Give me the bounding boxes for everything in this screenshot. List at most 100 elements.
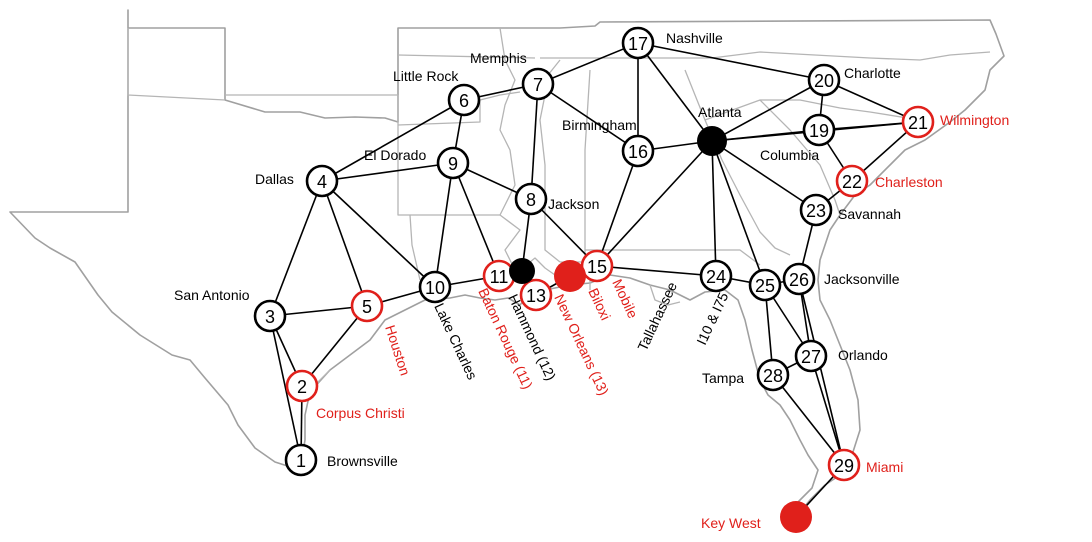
node-25: 25 <box>748 268 782 302</box>
label-6: Little Rock <box>393 68 459 84</box>
edge-17-atlanta <box>637 42 713 142</box>
node-circle-1 <box>284 443 318 477</box>
node-circle-7 <box>521 67 555 101</box>
node-20: 20 <box>807 63 841 97</box>
label-21: Wilmington <box>940 112 1009 128</box>
label-3: San Antonio <box>174 287 250 303</box>
node-24: 24 <box>699 259 733 293</box>
solid-node-keywest <box>780 501 812 533</box>
node-circle-17 <box>621 26 655 60</box>
label-22: Charleston <box>875 174 943 190</box>
label-10: Lake Charles <box>431 301 480 383</box>
node-28: 28 <box>756 358 790 392</box>
node-16: 16 <box>621 134 655 168</box>
node-17: 17 <box>621 26 655 60</box>
node-number-17: 17 <box>628 34 648 54</box>
node-number-10: 10 <box>425 278 445 298</box>
node-number-22: 22 <box>842 172 862 192</box>
edge-7-8 <box>530 83 539 200</box>
node-13: 13 <box>519 278 553 312</box>
edge-4-6 <box>321 99 465 182</box>
node-number-5: 5 <box>362 297 372 317</box>
label-7: Memphis <box>470 50 527 66</box>
node-26: 26 <box>782 262 816 296</box>
label-1: Brownsville <box>327 453 398 469</box>
edge-17-20 <box>637 42 825 81</box>
node-2: 2 <box>285 369 319 403</box>
node-number-20: 20 <box>814 71 834 91</box>
node-number-7: 7 <box>533 75 543 95</box>
node-number-19: 19 <box>809 121 829 141</box>
node-number-23: 23 <box>806 201 826 221</box>
node-circle-27 <box>794 339 828 373</box>
node-27: 27 <box>794 339 828 373</box>
node-circle-24 <box>699 259 733 293</box>
node-9: 9 <box>436 146 470 180</box>
label-5: Houston <box>382 323 413 378</box>
node-number-3: 3 <box>265 307 275 327</box>
node-7: 7 <box>521 67 555 101</box>
node-circle-10 <box>418 270 452 304</box>
node-15: 15 <box>580 249 614 283</box>
label-23: Savannah <box>838 206 901 222</box>
node-circle-4 <box>305 164 339 198</box>
node-1: 1 <box>284 443 318 477</box>
node-3: 3 <box>253 299 287 333</box>
node-number-2: 2 <box>297 377 307 397</box>
node-circle-13 <box>519 278 553 312</box>
node-circle-5 <box>350 289 384 323</box>
node-number-26: 26 <box>789 270 809 290</box>
edge-2-5 <box>301 305 368 387</box>
node-number-24: 24 <box>706 267 726 287</box>
edge-7-16 <box>537 83 639 152</box>
label-29: Miami <box>866 459 903 475</box>
node-circle-2 <box>285 369 319 403</box>
label-20: Charlotte <box>844 65 901 81</box>
node-number-25: 25 <box>755 276 775 296</box>
label-19: Columbia <box>760 147 819 163</box>
node-circle-28 <box>756 358 790 392</box>
edge-7-17 <box>537 42 639 85</box>
node-10: 10 <box>418 270 452 304</box>
node-number-27: 27 <box>801 347 821 367</box>
edge-1-3 <box>269 315 302 461</box>
node-number-6: 6 <box>459 91 469 111</box>
edge-4-10 <box>321 180 436 288</box>
edge-15-24 <box>596 265 717 277</box>
edge-26-29 <box>798 278 845 466</box>
node-circle-29 <box>827 448 861 482</box>
label-biloxi: Biloxi <box>585 286 614 323</box>
node-circle-25 <box>748 268 782 302</box>
us-boundary-map <box>9 9 1005 513</box>
node-circle-19 <box>802 113 836 147</box>
node-11: 11 <box>482 259 516 293</box>
node-22: 22 <box>835 164 869 198</box>
label-24: Tallahassee <box>634 279 680 353</box>
edge-atlanta-20 <box>711 79 825 142</box>
label-2: Corpus Christi <box>316 405 405 421</box>
node-circle-21 <box>901 105 935 139</box>
node-circle-6 <box>447 83 481 117</box>
node-23: 23 <box>799 193 833 227</box>
edge-3-4 <box>269 180 323 317</box>
node-number-9: 9 <box>448 154 458 174</box>
node-number-28: 28 <box>763 366 783 386</box>
edge-20-21 <box>823 79 919 123</box>
node-number-21: 21 <box>908 113 928 133</box>
node-circle-23 <box>799 193 833 227</box>
node-5: 5 <box>350 289 384 323</box>
node-circle-3 <box>253 299 287 333</box>
edge-19-21 <box>818 121 919 131</box>
node-number-13: 13 <box>526 286 546 306</box>
node-6: 6 <box>447 83 481 117</box>
node-circle-8 <box>514 182 548 216</box>
label-9: El Dorado <box>364 147 426 163</box>
node-circle-20 <box>807 63 841 97</box>
node-29: 29 <box>827 448 861 482</box>
node-number-4: 4 <box>317 172 327 192</box>
edge-15-16 <box>596 150 639 267</box>
node-circle-26 <box>782 262 816 296</box>
label-27: Orlando <box>838 347 888 363</box>
